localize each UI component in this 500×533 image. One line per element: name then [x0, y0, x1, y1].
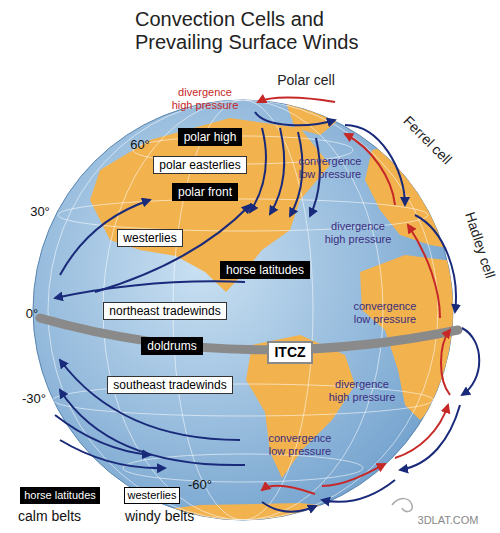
diagram-title: Convection Cells and Prevailing Surface …	[135, 8, 385, 54]
latitude-label: 30°	[30, 205, 50, 220]
windy-belt-box: northeast tradewinds	[103, 302, 226, 320]
belt-name: southeast tradewinds	[113, 378, 226, 392]
latitude-label: 0°	[26, 307, 38, 322]
belt-name: polar front	[178, 185, 232, 199]
legend-text: windy belts	[125, 508, 194, 524]
pressure-label: divergence high pressure	[325, 378, 400, 403]
pressure-label: divergence high pressure	[321, 220, 396, 245]
legend-sample-text: horse latitudes	[24, 489, 96, 502]
pressure-label: convergence low pressure	[348, 300, 423, 325]
belt-name: ITCZ	[274, 344, 305, 361]
legend-text: calm belts	[18, 508, 81, 524]
cell-loops	[255, 98, 479, 512]
itcz-box: ITCZ	[267, 341, 312, 364]
watermark-flourish	[392, 499, 412, 512]
belt-name: westerlies	[123, 231, 176, 245]
watermark: 3DLAT.COM	[418, 514, 479, 527]
calm-belt-box: polar front	[172, 183, 238, 201]
pressure-label: divergence high pressure	[168, 86, 243, 111]
windy-belt-box: southeast tradewinds	[107, 376, 232, 394]
belt-name: horse latitudes	[226, 263, 304, 277]
calm-belt-box: doldrums	[141, 337, 202, 355]
cell-name: Polar cell	[277, 72, 335, 88]
belt-name: polar high	[184, 130, 237, 144]
continents	[90, 92, 460, 530]
belt-name: doldrums	[147, 339, 196, 353]
latitude-label: -60°	[188, 478, 212, 493]
windy-belt-box: westerlies	[117, 229, 182, 247]
cell-name: Hadley cell	[462, 210, 498, 280]
pressure-label: convergence low pressure	[293, 155, 368, 180]
belt-name: polar easterlies	[159, 158, 240, 172]
cell-name: Ferrel cell	[401, 113, 456, 168]
belt-name: northeast tradewinds	[109, 304, 220, 318]
pressure-label: convergence low pressure	[263, 432, 338, 457]
latitude-label: -30°	[22, 392, 46, 407]
grid-lines	[48, 100, 438, 520]
latitude-label: 60°	[130, 138, 150, 153]
windy-belt-box: polar easterlies	[153, 156, 246, 174]
legend-sample-text: westerlies	[128, 489, 177, 502]
calm-belt-box: polar high	[178, 128, 243, 146]
wind-arrows	[55, 128, 320, 468]
calm-belt-box: horse latitudes	[220, 261, 310, 279]
